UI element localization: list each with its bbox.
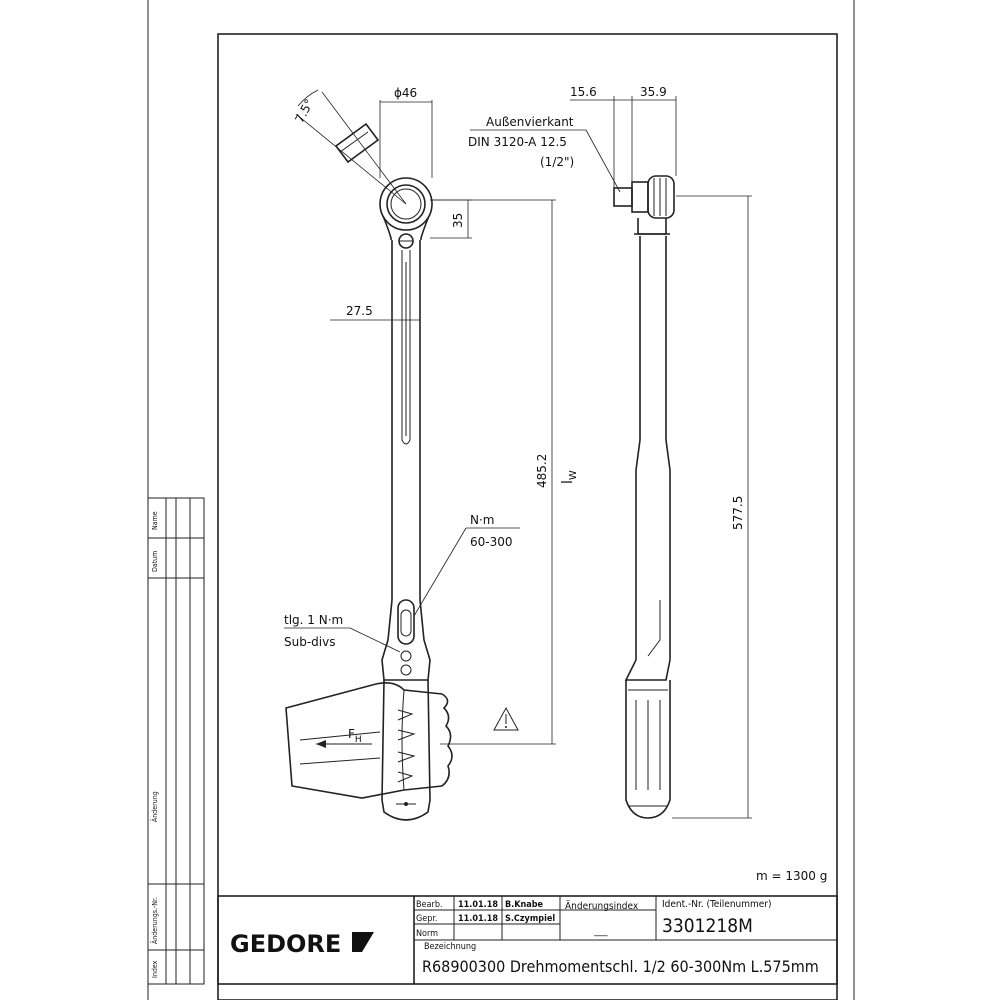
- dim-total-length: 577.5: [731, 496, 745, 530]
- gepr-date: 11.01.18: [458, 914, 498, 924]
- gepr-name: S.Czympiel: [505, 914, 555, 924]
- dimension-lines: [284, 89, 752, 819]
- gepr-label: Gepr.: [416, 914, 437, 924]
- ident-label: Ident.-Nr. (Teilenummer): [662, 899, 772, 910]
- square-drive-standard: DIN 3120-A 12.5: [468, 135, 567, 149]
- title-block: [217, 895, 838, 985]
- strip-index-label: Index: [151, 960, 159, 978]
- subdiv-de: tlg. 1 N·m: [284, 613, 343, 627]
- dim-working-length-symbol: lW: [560, 470, 579, 484]
- scale-unit: N·m: [470, 513, 494, 527]
- subdiv-en: Sub-divs: [284, 635, 335, 649]
- dim-head-diameter: ϕ46: [394, 86, 417, 100]
- dim-handle-width: 27.5: [346, 304, 373, 318]
- dim-angle: 7.5°: [292, 97, 316, 126]
- square-drive-title: Außenvierkant: [486, 115, 574, 129]
- wrench-side-view: [613, 175, 675, 819]
- designation-value: R68900300 Drehmomentschl. 1/2 60-300Nm L…: [422, 957, 819, 976]
- gedore-logo: GEDORE: [230, 930, 374, 958]
- force-label: FH: [348, 727, 362, 745]
- norm-label: Norm: [416, 929, 438, 939]
- dim-working-length: 485.2: [535, 454, 549, 488]
- dim-square-offset: 15.6: [570, 85, 597, 99]
- bearb-date: 11.01.18: [458, 900, 498, 910]
- revision-strip: Name Datum Änderung Änderungs.-Nr. Index: [147, 497, 205, 985]
- drawing-frame: [217, 33, 838, 1000]
- ident-value: 3301218M: [662, 915, 753, 937]
- change-index-value: ___: [593, 926, 608, 937]
- hand-glove-outline: [285, 682, 453, 799]
- change-index-label: Änderungsindex: [565, 899, 639, 912]
- strip-name-label: Name: [151, 511, 159, 530]
- dim-square-width: 35.9: [640, 85, 667, 99]
- square-drive-size: (1/2"): [540, 155, 574, 169]
- gedore-logo-mark: [352, 932, 374, 952]
- bearb-label: Bearb.: [416, 900, 443, 910]
- bearb-name: B.Knabe: [505, 900, 544, 910]
- wrench-front-view: [285, 122, 453, 821]
- force-arrow: [316, 740, 326, 748]
- dim-head-offset: 35: [451, 213, 465, 228]
- strip-change-no-label: Änderungs.-Nr.: [150, 897, 159, 944]
- designation-label: Bezeichnung: [424, 942, 476, 952]
- gedore-logo-text: GEDORE: [230, 930, 341, 958]
- strip-date-label: Datum: [151, 551, 159, 572]
- scale-range: 60-300: [470, 535, 513, 549]
- strip-change-label: Änderung: [150, 791, 159, 822]
- mass-label: m = 1300 g: [756, 869, 827, 883]
